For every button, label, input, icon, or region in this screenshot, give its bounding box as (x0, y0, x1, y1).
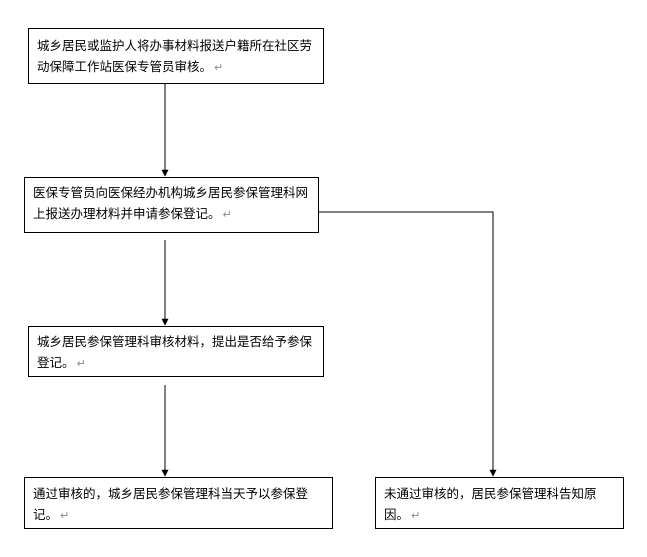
paragraph-mark: ↵ (222, 208, 232, 221)
arrow-step2-to-step5 (319, 211, 497, 477)
paragraph-mark: ↵ (214, 61, 224, 74)
step5-box: 未通过审核的，居民参保管理科告知原因。↵ (375, 477, 624, 529)
step1-box: 城乡居民或监护人将办事材料报送户籍所在社区劳动保障工作站医保专管员审核。↵ (28, 28, 324, 84)
step4-text: 通过审核的，城乡居民参保管理科当天予以参保登记。 (33, 486, 309, 522)
step4-box: 通过审核的，城乡居民参保管理科当天予以参保登记。↵ (24, 477, 333, 529)
step2-box: 医保专管员向医保经办机构城乡居民参保管理科网上报送办理材料并申请参保登记。↵ (24, 177, 319, 233)
paragraph-mark: ↵ (60, 509, 70, 522)
step2-text: 医保专管员向医保经办机构城乡居民参保管理科网上报送办理材料并申请参保登记。 (33, 185, 309, 221)
step3-text: 城乡居民参保管理科审核材料，提出是否给予参保登记。 (37, 334, 313, 370)
step5-text: 未通过审核的，居民参保管理科告知原因。 (384, 486, 597, 522)
step3-box: 城乡居民参保管理科审核材料，提出是否给予参保登记。↵ (28, 326, 324, 377)
step1-text: 城乡居民或监护人将办事材料报送户籍所在社区劳动保障工作站医保专管员审核。 (37, 38, 313, 74)
paragraph-mark: ↵ (411, 509, 421, 522)
paragraph-mark: ↵ (76, 357, 86, 370)
